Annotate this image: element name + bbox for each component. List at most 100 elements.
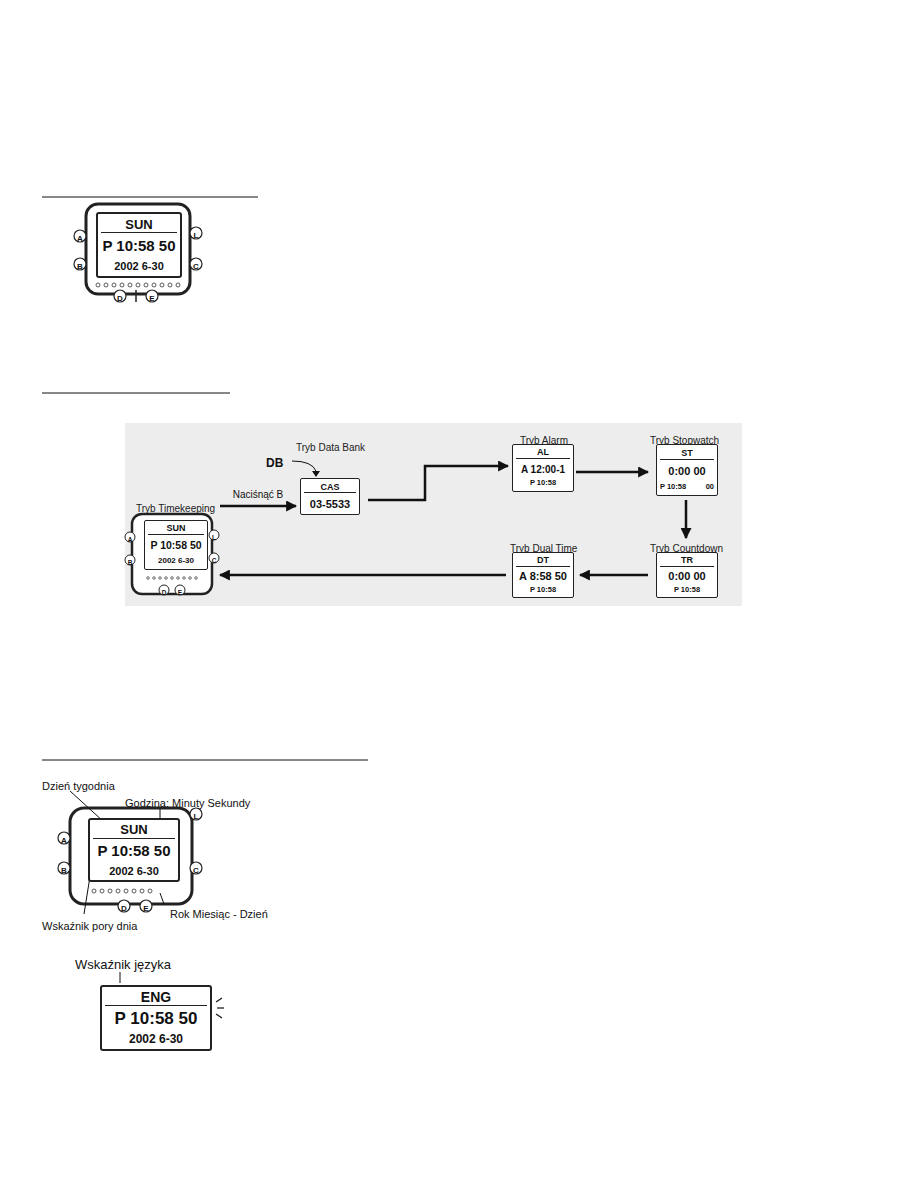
label-holder: A [128,528,133,546]
leader-line [292,461,316,471]
lcd-text: ST [681,449,693,459]
dot [92,889,96,893]
mode-panel: Tryb AlarmALA 12:00-1P 10:58 [508,430,576,494]
watch-case [86,204,190,294]
mode-panel: Tryb StopwatchST0:00 00P 10:5800 [648,430,722,500]
lcd-row: ENG [105,990,207,1006]
dot [177,577,180,580]
button-letter: E [178,589,182,596]
label-holder: E [149,287,154,305]
lcd-text: 00 [706,483,714,491]
label-holder: E [143,897,148,915]
dot-row [92,889,152,893]
lcd-row: TR [660,556,714,567]
lcd-row: 0:00 00 [660,465,714,477]
label-holder: Rok Miesiąc - Dzień [170,904,268,922]
label-holder: B [77,255,83,273]
lcd-row: P 10:58 [660,586,714,594]
blink-ray [217,1007,224,1008]
lcd-text: 2002 6-30 [114,260,164,272]
button-letter: L [194,813,199,822]
button-letter: B [61,867,67,876]
lcd-display: SUN P 10:58 50 2002 6-30 [96,212,182,278]
lcd-row: 2002 6-30 [101,260,177,272]
lcd-screen: AL A 12:00-1 P 10:58 [512,444,574,492]
lcd-row: 0:00 00 [660,570,714,582]
lcd-text: SUN [166,524,185,534]
lcd-row: P 10:58 50 [105,1010,207,1029]
lcd-row: SUN [148,524,204,535]
dot [171,577,174,580]
dot [147,577,150,580]
dot [153,577,156,580]
mode-panel: Tryb CountdownTR0:00 00P 10:58 [648,538,725,600]
blink-rays [216,998,224,1018]
dot [96,283,100,287]
divider-line [42,760,368,761]
label-holder: Wskaźnik języka [75,955,171,973]
lcd-row: 2002 6-30 [148,557,204,566]
lcd-row: P 10:58 [516,479,570,487]
lcd-screen: TR 0:00 00 P 10:58 [656,552,718,598]
label-holder: Dzień tygodnia [42,776,115,794]
label-holder: D [162,581,167,599]
lcd-text: P 10:58 50 [115,1010,198,1029]
callout-label: Dzień tygodnia [42,780,115,792]
lcd-screen: SUNP 10:58 502002 6-30 [144,520,208,570]
button-letter: L [194,232,199,241]
dot [176,283,180,287]
dot [124,889,128,893]
lcd-row: A 12:00-1 [516,464,570,475]
label-holder: D [121,897,127,915]
label-holder: DB [266,453,283,471]
lcd-row: DT [516,556,570,567]
label-holder: D [117,287,123,305]
watch-case [132,514,212,594]
lcd-text: ENG [141,990,171,1005]
leader-line [160,893,164,904]
dot [160,283,164,287]
mode-panel: Tryb Dual TimeDTA 8:58 50P 10:58 [506,538,580,600]
lcd-text: A 8:58 50 [519,570,567,582]
lcd-screen: DTA 8:58 50P 10:58 [512,552,574,598]
callout-label: Godzina: Minuty Sekundy [125,797,250,809]
dot [165,577,168,580]
button-letter: A [77,235,83,244]
flow-watch [125,514,219,595]
edge-label-holder: Naciśnąć B [233,484,284,502]
button-letter: D [162,589,167,596]
label-holder: A [77,227,83,245]
lcd-text: P 10:58 [674,586,700,594]
button-letter: A [128,536,133,543]
lcd-row: P 10:58 50 [93,843,175,860]
lcd-text: P 10:58 50 [102,238,175,255]
lcd-text: AL [537,448,549,458]
divider-line [42,393,230,394]
mode-heading: Tryb Timekeeping [136,503,215,514]
lcd-row: CAS [304,483,356,494]
lcd-text: 03-5533 [310,498,350,510]
label-holder: Wskaźnik pory dnia [42,916,137,934]
lcd-row: ST [660,449,714,460]
button-letter: L [212,534,216,541]
dot [104,283,108,287]
label-holder: C [193,859,199,877]
dot [112,283,116,287]
bottom-watch [58,808,202,912]
button-letter: C [193,263,199,272]
lcd-text: SUN [125,218,152,232]
label-holder: L [212,526,216,544]
lcd-text: 0:00 00 [668,570,705,582]
dot [140,889,144,893]
callout-label: Rok Miesiąc - Dzień [170,908,268,920]
lcd-display: ENGP 10:58 502002 6-30 [100,985,212,1051]
lcd-display: SUNP 10:58 502002 6-30 [88,818,180,882]
button-letter: B [128,559,133,566]
top-watch [74,204,202,302]
buttons [58,808,202,912]
button-letter: C [193,867,199,876]
dot [144,283,148,287]
button-letter: A [61,837,67,846]
